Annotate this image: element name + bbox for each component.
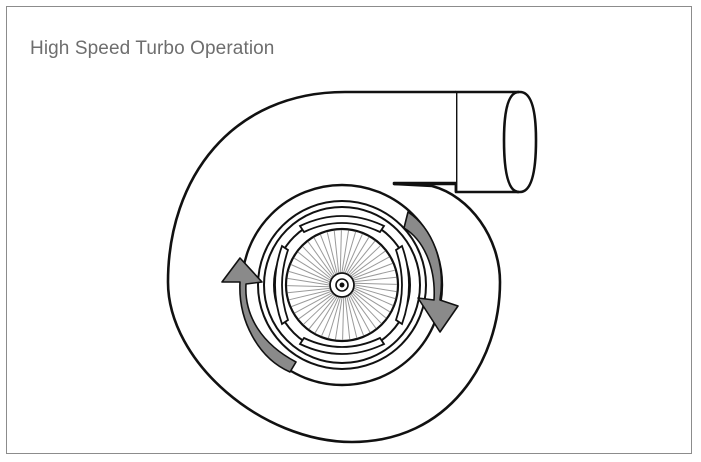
impeller-blade: [288, 270, 330, 284]
impeller-blade: [334, 297, 343, 340]
impeller-blade: [294, 292, 332, 314]
impeller-blade: [350, 250, 386, 277]
impeller-blade: [354, 286, 396, 300]
impeller-blade: [350, 293, 377, 329]
impeller-blade: [287, 277, 330, 286]
impeller-blade: [288, 289, 331, 301]
impeller-blade: [349, 245, 381, 276]
impeller-blade: [342, 297, 345, 341]
impeller-blade: [349, 295, 371, 333]
impeller-blade: [352, 291, 387, 319]
impeller-blade: [326, 231, 338, 274]
impeller-blade: [327, 297, 341, 339]
rotation-arrow-left-icon: [221, 257, 297, 373]
impeller-blade: [353, 289, 391, 313]
impeller-blade: [352, 256, 390, 278]
impeller-blade: [351, 292, 382, 324]
impeller-blade: [291, 291, 331, 308]
impeller-blade: [293, 257, 331, 281]
impeller-blade: [308, 295, 336, 330]
impeller-blade: [297, 251, 332, 279]
impeller-blade: [354, 282, 398, 285]
impeller-blade: [333, 230, 340, 273]
impeller-blade: [353, 262, 393, 279]
impeller-blade: [321, 297, 340, 337]
rotation-arrow-right-icon: [403, 211, 459, 333]
impeller-blade: [307, 241, 334, 277]
impeller-blade: [302, 246, 333, 278]
impeller-blade: [313, 237, 335, 275]
impeller-blade: [287, 287, 330, 294]
impeller-blade: [339, 229, 342, 273]
impeller-blade: [353, 269, 396, 281]
outlet-pipe: [454, 90, 538, 194]
impeller-blade: [354, 287, 394, 306]
impeller-blade: [346, 236, 370, 274]
impeller-blade: [286, 285, 330, 288]
impeller-blade: [354, 284, 397, 293]
impeller-blade: [354, 276, 397, 283]
impeller-blade: [346, 296, 358, 339]
impeller-blade: [344, 233, 363, 273]
impeller-blade: [341, 230, 350, 273]
impeller-blade: [298, 293, 334, 320]
diagram-title: High Speed Turbo Operation: [30, 38, 275, 59]
impeller-blade: [314, 296, 338, 334]
impeller-blade: [348, 296, 365, 336]
impeller-blade: [343, 231, 357, 273]
impeller-blade: [344, 297, 351, 340]
impeller-blade: [319, 234, 336, 274]
impeller-blade: [290, 264, 330, 283]
compressor-wheel-icon: [284, 227, 400, 343]
impeller-blade: [348, 240, 376, 275]
inducer-slots: [274, 215, 410, 355]
impeller-blade: [303, 294, 335, 325]
